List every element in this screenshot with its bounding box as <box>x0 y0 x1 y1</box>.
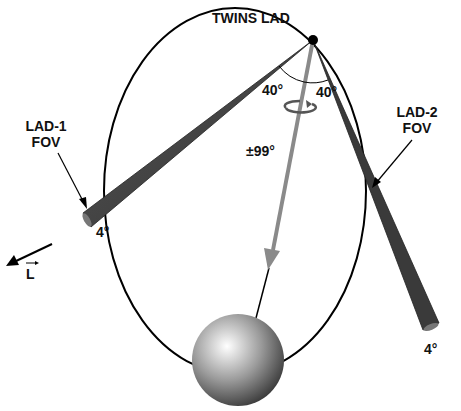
rotation-ring-back <box>285 101 300 108</box>
cone-angle-label: 4° <box>96 224 109 240</box>
fov-label: LAD-1 FOV <box>22 118 70 150</box>
fov-label: LAD-2 FOV <box>393 104 441 136</box>
rotation-ring <box>286 104 316 112</box>
lad2-cone-end <box>422 321 439 333</box>
spacecraft <box>308 35 318 45</box>
earth <box>192 314 284 406</box>
spacecraft-label: TWINS LAD <box>212 10 290 26</box>
leader-head <box>79 197 87 209</box>
leader-line <box>376 140 412 183</box>
angle-label: 40° <box>262 82 283 98</box>
leader-line <box>58 153 84 203</box>
cone-angle-label: 4° <box>424 341 437 357</box>
spin-axis <box>273 40 313 250</box>
lad1-cone <box>83 40 313 227</box>
leader-head <box>372 177 381 188</box>
earth-line <box>256 268 269 318</box>
vector-label: L <box>26 266 35 282</box>
spin-axis-head <box>264 248 280 270</box>
angle-label: 40° <box>316 84 337 100</box>
lad1-cone-end <box>81 212 94 228</box>
spin-angle-label: ±99° <box>246 143 275 159</box>
l-overarrow-head <box>35 261 39 265</box>
angle-arc <box>304 80 328 83</box>
l-vector <box>14 244 52 262</box>
rotation-ring-head <box>306 100 312 108</box>
lad2-cone <box>313 40 439 330</box>
angle-arc <box>279 66 304 82</box>
l-vector-head <box>6 255 19 266</box>
